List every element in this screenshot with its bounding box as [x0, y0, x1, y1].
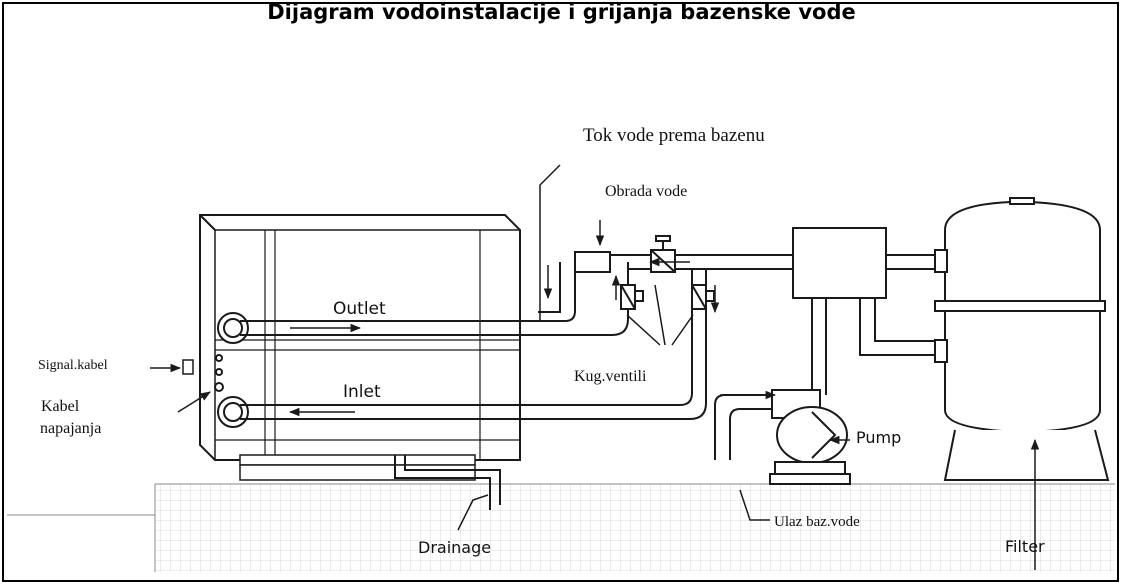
- drainage-label: Drainage: [418, 538, 492, 557]
- inlet-pipe: [240, 269, 707, 420]
- flow-arrows: [150, 164, 1040, 570]
- power-cable-label-line2: napajanja: [40, 420, 102, 437]
- ground: [7, 483, 1115, 572]
- sand-filter-icon: [934, 197, 1110, 481]
- pump-icon: [769, 389, 851, 485]
- ball-valves-label: Kug.ventili: [574, 368, 647, 385]
- diagram-title: Dijagram vodoinstalacije i grijanja baze…: [267, 0, 856, 24]
- ball-valve-icon: [620, 284, 715, 310]
- outlet-label: Outlet: [333, 299, 386, 319]
- drain-pipe-icon: [394, 455, 501, 510]
- water-treatment-unit-icon: [574, 235, 676, 273]
- filter-and-pump-piping: [714, 227, 935, 460]
- pool-water-inlet-label: Ulaz baz.vode: [774, 514, 860, 530]
- water-treatment-label: Obrada vode: [605, 183, 688, 200]
- filter-label: Filter: [1005, 537, 1045, 556]
- inlet-label: Inlet: [343, 382, 381, 402]
- pump-label: Pump: [856, 428, 902, 447]
- power-cable-label-line1: Kabel: [41, 398, 80, 415]
- heat-pump-unit-icon: [182, 214, 521, 481]
- flow-to-pool-label: Tok vode prema bazenu: [583, 125, 765, 146]
- signal-cable-label: Signal.kabel: [38, 358, 108, 373]
